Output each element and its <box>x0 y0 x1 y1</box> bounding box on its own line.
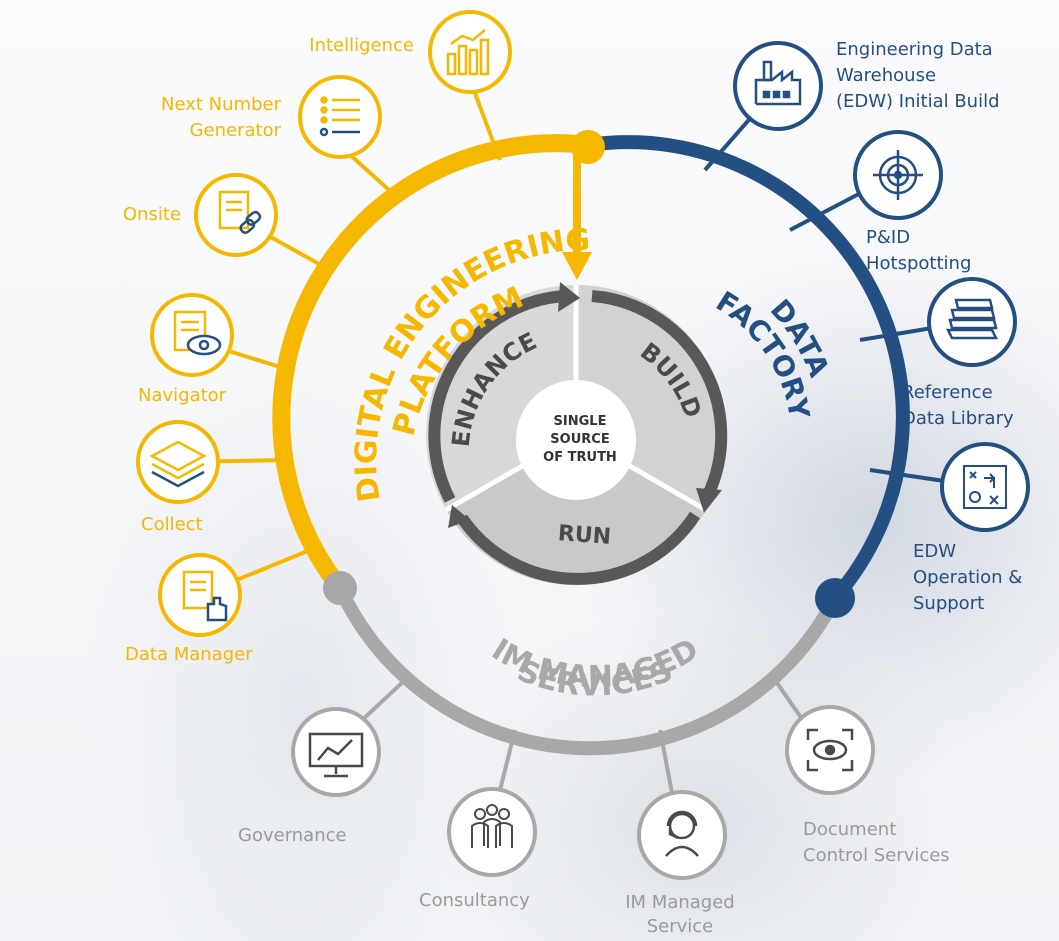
node-pid-hotspotting[interactable] <box>853 130 943 220</box>
node-intelligence[interactable] <box>428 10 512 94</box>
label-governance: Governance <box>238 825 347 846</box>
label-im-service-line1: IM Managed <box>625 892 735 913</box>
node-next-number[interactable] <box>298 75 382 159</box>
label-edw-line2: Warehouse <box>836 65 937 86</box>
document-eye-icon <box>173 310 222 356</box>
factory-icon <box>754 60 802 106</box>
center-line1: SINGLE <box>554 414 607 429</box>
center-line3: OF TRUTH <box>543 450 617 465</box>
label-consultancy: Consultancy <box>419 890 530 911</box>
node-edw-operation[interactable] <box>940 442 1030 532</box>
bar-chart-icon <box>446 29 490 76</box>
node-document-control[interactable] <box>785 705 875 795</box>
node-navigator[interactable] <box>150 293 234 377</box>
document-link-icon <box>218 190 262 234</box>
label-reference-line1: Reference <box>902 382 993 403</box>
strategy-icon <box>963 465 1007 509</box>
center-line2: SOURCE <box>550 432 609 447</box>
headset-icon <box>665 810 699 857</box>
label-document-control-line1: Document <box>803 819 897 840</box>
label-im-service-line2: Service <box>646 916 714 937</box>
node-collect[interactable] <box>136 420 220 504</box>
label-intelligence: Intelligence <box>309 35 414 56</box>
label-edw-op-line1: EDW <box>913 541 957 562</box>
node-governance[interactable] <box>291 707 381 797</box>
cycle-run: RUN <box>557 521 612 550</box>
label-edw-op-line3: Support <box>913 593 985 614</box>
document-hand-icon <box>182 570 228 622</box>
node-im-managed-service[interactable] <box>637 790 727 880</box>
label-reference-line2: Data Library <box>902 408 1014 429</box>
node-edw-initial-build[interactable] <box>733 41 823 131</box>
label-data-manager: Data Manager <box>125 644 253 665</box>
node-consultancy[interactable] <box>447 787 537 877</box>
label-pid-line2: Hotspotting <box>866 253 972 274</box>
monitor-chart-icon <box>308 732 364 778</box>
label-navigator: Navigator <box>138 385 227 406</box>
label-next-number-line2: Generator <box>189 120 281 141</box>
eye-scan-icon <box>806 728 854 772</box>
label-edw-op-line2: Operation & <box>913 567 1023 588</box>
label-edw-line3: (EDW) Initial Build <box>836 91 1000 112</box>
label-pid-line1: P&ID <box>866 227 911 248</box>
layers-icon <box>149 440 207 488</box>
inner-cycle <box>426 282 728 586</box>
label-onsite: Onsite <box>122 204 181 225</box>
people-icon <box>471 804 513 848</box>
target-icon <box>873 150 923 200</box>
label-document-control-line2: Control Services <box>803 845 950 866</box>
label-edw-line1: Engineering Data <box>836 39 993 60</box>
node-data-manager[interactable] <box>158 553 242 637</box>
label-collect: Collect <box>141 514 203 535</box>
books-icon <box>945 298 999 340</box>
list-icon <box>319 96 360 137</box>
node-reference-data-library[interactable] <box>927 277 1017 367</box>
label-next-number-line1: Next Number <box>161 94 281 115</box>
outer-ring <box>272 130 910 756</box>
node-onsite[interactable] <box>194 173 278 257</box>
